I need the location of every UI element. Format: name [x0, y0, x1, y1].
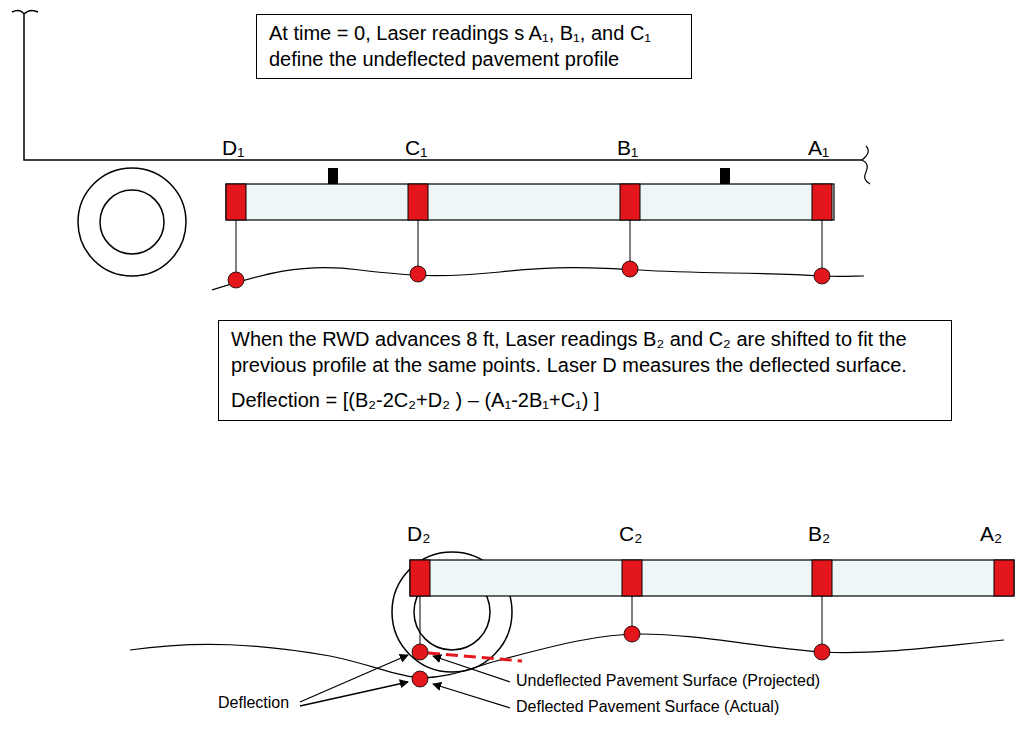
note-box: At time = 0, Laser readings s A₁, B₁, an… [256, 14, 692, 79]
laser-label: B₂ [808, 522, 830, 545]
note-box: When the RWD advances 8 ft, Laser readin… [218, 320, 952, 421]
laser-label: A₂ [980, 522, 1002, 545]
laser-label: C₁ [405, 136, 427, 159]
laser-label: D₂ [407, 522, 430, 545]
note-text: At time = 0, Laser readings s A₁, B₁, an… [269, 21, 679, 72]
callout-label: Undeflected Pavement Surface (Projected) [516, 672, 820, 690]
laser-label: A₁ [808, 136, 829, 159]
note-text: When the RWD advances 8 ft, Laser readin… [231, 327, 939, 378]
laser-label: B₁ [617, 136, 638, 159]
callout-label: Deflected Pavement Surface (Actual) [516, 698, 779, 716]
formula-text: Deflection = [(B₂-2C₂+D₂ ) – (A₁-2B₁+C₁)… [231, 388, 939, 414]
callout-label: Deflection [218, 694, 289, 712]
laser-label: C₂ [619, 522, 642, 545]
laser-label: D₁ [222, 136, 244, 159]
